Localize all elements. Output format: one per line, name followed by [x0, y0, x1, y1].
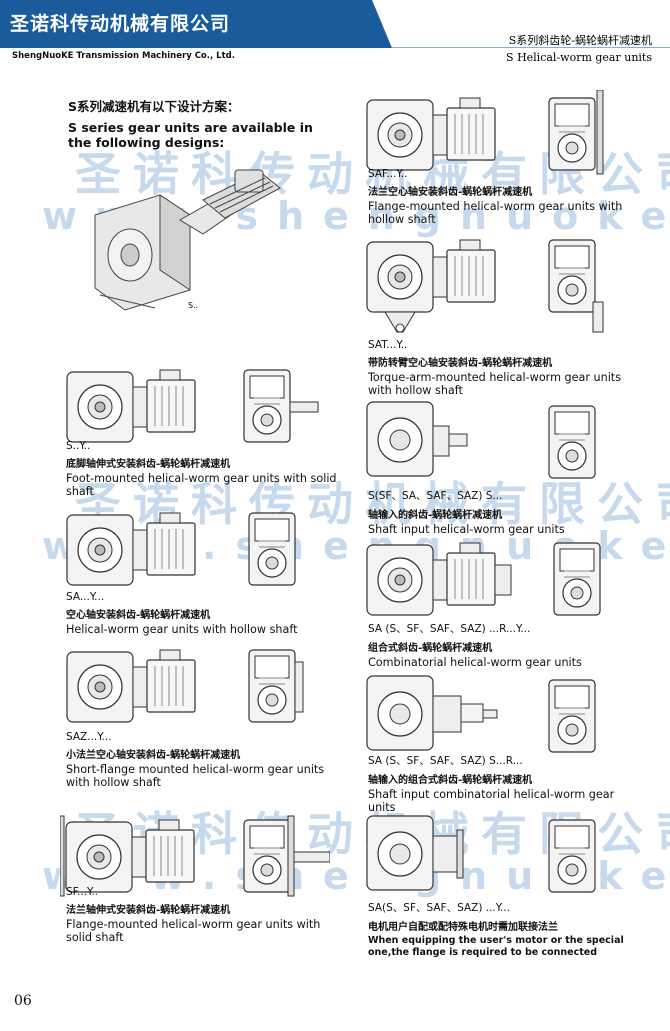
- design-item-sat-y: SAT...Y.. 带防转臂空心轴安装斜齿-蜗轮蜗杆减速机 Torque-arm…: [368, 339, 643, 397]
- design-code: SAZ...Y...: [66, 731, 112, 743]
- design-item-s-shaft-input: S(SF、SA、SAF、SAZ) S... 轴输入的斜齿-蜗轮蜗杆减速机 Sha…: [368, 488, 643, 536]
- design-code: SAT...Y..: [368, 339, 408, 351]
- design-en: Foot-mounted helical-worm gear units wit…: [66, 472, 337, 498]
- design-item-sa-s-r: SA (S、SF、SAF、SAZ) S...R... 轴输入的组合式斜齿-蜗轮蜗…: [368, 753, 643, 814]
- intro-en: S series gear units are available in the…: [68, 120, 313, 150]
- design-zh: 空心轴安装斜齿-蜗轮蜗杆减速机: [66, 610, 211, 621]
- intro-block: S系列减速机有以下设计方案： S series gear units are a…: [68, 96, 338, 150]
- drawing-sa-s-r: [366, 675, 596, 753]
- design-code: S(SF、SA、SAF、SAZ) S...: [368, 490, 503, 502]
- design-en: Helical-worm gear units with hollow shaf…: [66, 623, 298, 636]
- design-zh: 组合式斜齿-蜗轮蜗杆减速机: [368, 643, 493, 654]
- drawing-saz-y: [66, 649, 304, 723]
- drawing-sa-y: [66, 512, 296, 586]
- design-item-saz-y: SAZ...Y... 小法兰空心轴安装斜齿-蜗轮蜗杆减速机 Short-flan…: [66, 731, 346, 789]
- drawing-sf-y: [60, 815, 330, 897]
- drawing-s-y: [66, 369, 319, 443]
- drawing-sa-r-y: [366, 542, 601, 616]
- design-code: SAF...Y..: [368, 168, 408, 180]
- design-item-sf-y: SF...Y.. 法兰轴伸式安装斜齿-蜗轮蜗杆减速机 Flange-mounte…: [66, 886, 346, 944]
- design-zh: 法兰空心轴安装斜齿-蜗轮蜗杆减速机: [368, 187, 533, 198]
- drawing-sa-flange: [366, 815, 596, 893]
- design-en: Flange-mounted helical-worm gear units w…: [368, 200, 623, 226]
- series-title-zh: S系列斜齿轮-蜗轮蜗杆减速机: [508, 34, 652, 47]
- design-code: S..Y..: [66, 440, 91, 452]
- design-code: SA (S、SF、SAF、SAZ) S...R...: [368, 755, 523, 767]
- company-name-zh: 圣诺科传动机械有限公司: [10, 13, 231, 35]
- design-item-sa-y: SA...Y... 空心轴安装斜齿-蜗轮蜗杆减速机 Helical-worm g…: [66, 591, 346, 636]
- design-code: SF...Y..: [66, 886, 98, 898]
- design-zh: 小法兰空心轴安装斜齿-蜗轮蜗杆减速机: [66, 750, 241, 761]
- design-code: SA (S、SF、SAF、SAZ) ...R...Y...: [368, 623, 531, 635]
- company-name-en: ShengNuoKE Transmission Machinery Co., L…: [12, 51, 235, 61]
- design-zh: 底脚轴伸式安装斜齿-蜗轮蜗杆减速机: [66, 459, 231, 470]
- drawing-saf-y: [366, 90, 604, 175]
- design-code: SA...Y...: [66, 591, 105, 603]
- design-item-sa-flange: SA(S、SF、SAF、SAZ) ...Y... 电机用户自配或配特殊电机时需加…: [368, 900, 643, 959]
- intro-zh: S系列减速机有以下设计方案：: [68, 99, 240, 114]
- header-band: [0, 0, 670, 48]
- design-item-sa-r-y: SA (S、SF、SAF、SAZ) ...R...Y... 组合式斜齿-蜗轮蜗杆…: [368, 621, 643, 669]
- design-item-s-y: S..Y.. 底脚轴伸式安装斜齿-蜗轮蜗杆减速机 Foot-mounted he…: [66, 440, 346, 498]
- design-en: Flange-mounted helical-worm gear units w…: [66, 918, 321, 944]
- design-zh: 带防转臂空心轴安装斜齿-蜗轮蜗杆减速机: [368, 358, 553, 369]
- drawing-sat-y: [366, 239, 604, 333]
- design-zh: 轴输入的组合式斜齿-蜗轮蜗杆减速机: [368, 775, 533, 786]
- header-band-shape: [0, 0, 670, 48]
- design-code: SA(S、SF、SAF、SAZ) ...Y...: [368, 902, 511, 914]
- design-item-saf-y: SAF...Y.. 法兰空心轴安装斜齿-蜗轮蜗杆减速机 Flange-mount…: [368, 168, 643, 226]
- series-title-en: S Helical-worm gear units: [506, 51, 652, 64]
- gear-unit-3d-illustration: S..: [94, 169, 281, 311]
- design-en: Shaft input combinatorial helical-worm g…: [368, 788, 615, 814]
- design-en: Shaft input helical-worm gear units: [368, 523, 565, 536]
- figure-label: S..: [188, 301, 198, 310]
- page-number: 06: [14, 993, 32, 1009]
- design-en: Combinatorial helical-worm gear units: [368, 656, 582, 669]
- drawing-s-shaft-input: [366, 401, 596, 479]
- design-zh: 电机用户自配或配特殊电机时需加联接法兰: [368, 922, 558, 933]
- design-en: Short-flange mounted helical-worm gear u…: [66, 763, 325, 789]
- design-en: When equipping the user's motor or the s…: [368, 935, 624, 958]
- design-zh: 法兰轴伸式安装斜齿-蜗轮蜗杆减速机: [66, 905, 231, 916]
- design-zh: 轴输入的斜齿-蜗轮蜗杆减速机: [368, 510, 503, 521]
- design-en: Torque-arm-mounted helical-worm gear uni…: [368, 371, 622, 397]
